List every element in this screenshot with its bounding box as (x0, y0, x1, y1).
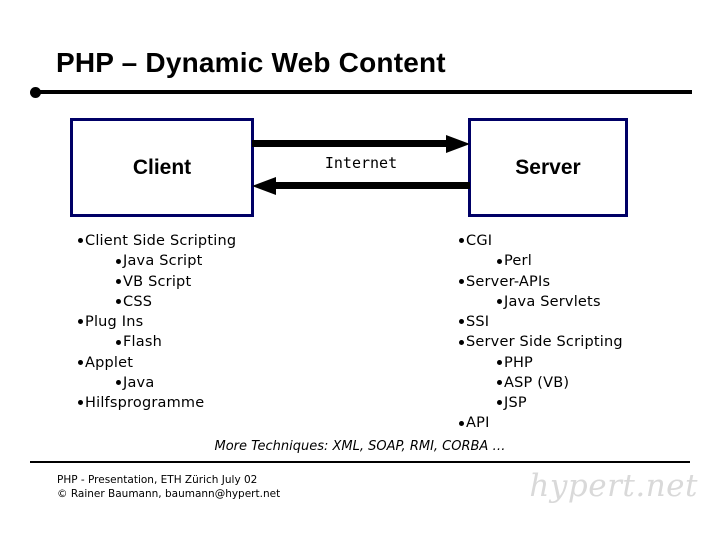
list-item: PHP (459, 354, 623, 374)
list-item: JSP (459, 394, 623, 414)
list-item-label: CGI (466, 233, 493, 249)
list-item: CSS (78, 293, 236, 313)
title-divider (30, 86, 692, 98)
list-item-label: Java Servlets (504, 293, 601, 310)
list-item-label: Java Script (123, 253, 203, 270)
arrow-client-to-server-icon (252, 135, 470, 153)
list-item: Hilfsprogramme (78, 394, 236, 414)
bullet-dot-icon (459, 420, 464, 426)
list-item: Client Side Scripting (78, 232, 236, 252)
list-item-label: API (466, 415, 490, 432)
list-item: SSI (459, 313, 623, 333)
list-item-label: Hilfsprogramme (85, 395, 205, 411)
list-item-label: Server-APIs (466, 273, 551, 290)
bullet-dot-icon (78, 359, 83, 365)
list-item: Java (78, 374, 236, 394)
list-item: Java Servlets (459, 293, 623, 313)
bullet-dot-icon (116, 339, 121, 345)
list-item-label: Perl (504, 253, 532, 270)
bullet-dot-icon (78, 400, 83, 406)
brand-logo: hypert.net (529, 468, 698, 504)
list-item-label: Server Side Scripting (466, 334, 623, 351)
more-techniques-note: More Techniques: XML, SOAP, RMI, CORBA … (214, 439, 506, 454)
title-divider-line (37, 90, 692, 94)
page-title: PHP – Dynamic Web Content (56, 47, 446, 78)
list-item-label: Java (123, 374, 155, 391)
bullet-dot-icon (116, 299, 121, 304)
footer-credits: PHP - Presentation, ETH Zürich July 02 ©… (57, 474, 280, 501)
bullet-dot-icon (116, 380, 121, 385)
bullet-dot-icon (497, 258, 502, 264)
footer-credits-line-1: PHP - Presentation, ETH Zürich July 02 (57, 474, 258, 486)
bullet-dot-icon (459, 278, 464, 284)
list-item: API (459, 414, 623, 434)
list-item-label: Plug Ins (85, 314, 144, 330)
list-item: Server Side Scripting (459, 333, 623, 353)
list-item-label: Client Side Scripting (85, 233, 237, 249)
bullet-dot-icon (459, 238, 464, 244)
client-node-box: Client (70, 118, 254, 217)
bullet-dot-icon (78, 319, 83, 325)
bullet-dot-icon (497, 400, 502, 406)
list-item: Java Script (78, 252, 236, 272)
list-item: ASP (VB) (459, 374, 623, 394)
bullet-dot-icon (497, 359, 502, 365)
list-item: Server-APIs (459, 273, 623, 293)
server-node-label: Server (515, 155, 581, 179)
list-item-label: Applet (85, 354, 134, 371)
bullet-dot-icon (78, 238, 83, 244)
client-node-label: Client (132, 155, 192, 179)
bullet-dot-icon (497, 299, 502, 304)
list-item: Perl (459, 252, 623, 272)
bullet-dot-icon (116, 278, 121, 284)
list-item-label: JSP (504, 395, 527, 411)
list-item: CGI (459, 232, 623, 252)
internet-link-label: Internet (324, 154, 398, 172)
bullet-dot-icon (497, 380, 502, 385)
list-item: Plug Ins (78, 313, 236, 333)
list-item-label: SSI (466, 314, 490, 330)
bullet-dot-icon (459, 319, 464, 325)
bullet-dot-icon (116, 258, 121, 264)
list-item: VB Script (78, 273, 236, 293)
list-item: Applet (78, 354, 236, 374)
list-item: Flash (78, 333, 236, 353)
server-node-box: Server (468, 118, 628, 217)
list-item-label: CSS (123, 293, 153, 310)
title-divider-dot (30, 87, 41, 98)
list-item-label: Flash (123, 334, 162, 351)
list-item-label: VB Script (123, 273, 192, 290)
bullet-dot-icon (459, 339, 464, 345)
footer-credits-line-2: © Rainer Baumann, baumann@hypert.net (57, 487, 281, 500)
arrow-server-to-client-icon (252, 177, 470, 195)
footer-divider (30, 461, 690, 463)
list-item-label: PHP (504, 354, 533, 371)
list-item-label: ASP (VB) (504, 374, 570, 391)
